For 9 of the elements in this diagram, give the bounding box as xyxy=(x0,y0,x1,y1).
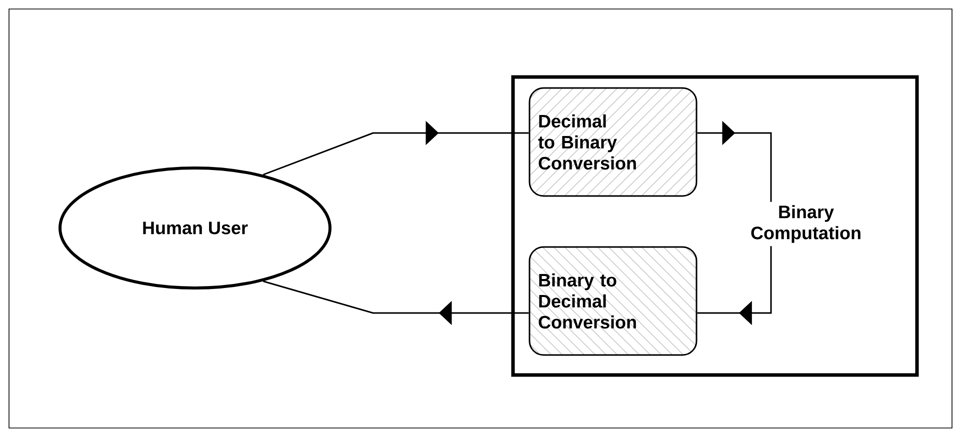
system-box xyxy=(511,75,919,377)
label-text: Binary Computation xyxy=(751,205,860,243)
ellipse-node: Human User xyxy=(58,166,332,290)
arrow xyxy=(697,120,772,202)
arrow xyxy=(262,120,529,176)
arrow xyxy=(262,280,529,326)
process-box: Decimal to Binary Conversion xyxy=(528,87,698,197)
arrow xyxy=(697,246,772,326)
process-box: Binary to Decimal Conversion xyxy=(528,246,698,356)
